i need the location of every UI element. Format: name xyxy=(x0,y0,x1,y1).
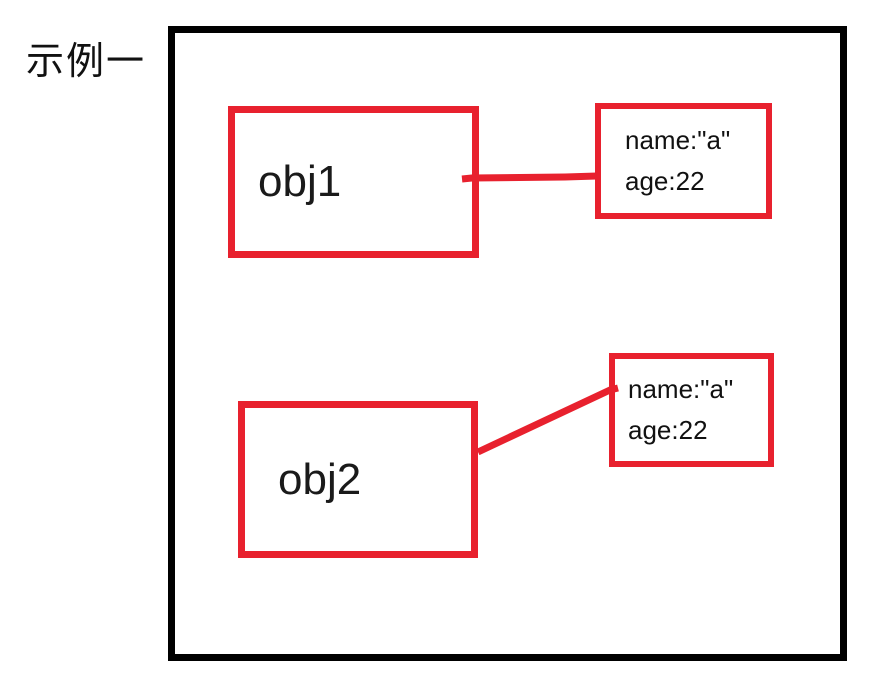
value-box-2: name:"a" age:22 xyxy=(609,353,774,467)
value-box-1-name-line: name:"a" xyxy=(625,125,731,155)
value-box-2-age-line: age:22 xyxy=(628,415,708,445)
value-box-2-name-line: name:"a" xyxy=(628,374,734,404)
value-box-1-age-line: age:22 xyxy=(625,166,705,196)
value-box-1: name:"a" age:22 xyxy=(595,103,772,219)
object-box-obj2: obj2 xyxy=(238,401,478,558)
object-box-obj1: obj1 xyxy=(228,106,479,258)
diagram-title: 示例一 xyxy=(26,41,147,83)
object-label-obj2: obj2 xyxy=(278,454,362,504)
object-label-obj1: obj1 xyxy=(258,157,342,206)
